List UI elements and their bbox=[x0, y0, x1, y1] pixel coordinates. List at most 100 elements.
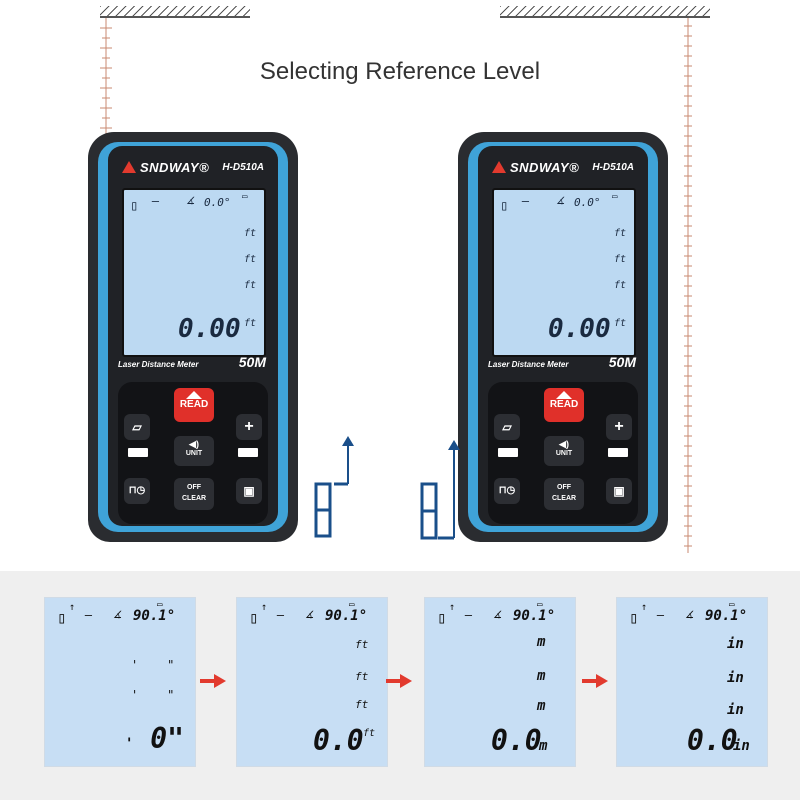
lcd-unit-1: ft bbox=[244, 228, 257, 239]
battery-icon: ▭ bbox=[157, 600, 163, 610]
laser-arrow-icon: ↑ bbox=[261, 602, 268, 613]
lcd-unit-3: ft bbox=[614, 280, 627, 291]
dash-icon: — bbox=[522, 194, 530, 208]
save-button[interactable]: ▣ bbox=[606, 478, 632, 504]
read-button[interactable]: READ bbox=[174, 388, 214, 422]
screen-reading-unit: in bbox=[733, 738, 750, 754]
lcd-unit-2: ft bbox=[614, 254, 627, 265]
screen-3: ▯ ↑ — ∡ 90.1° ▭ m m m 0.0 m bbox=[424, 597, 576, 767]
measure-mode-button[interactable]: ▱ bbox=[494, 414, 520, 440]
unit-mark-2: ' " bbox=[131, 688, 175, 702]
device-range: 50M bbox=[238, 354, 266, 370]
lcd-screen: ▯ — ∡ 0.0° ▭ ft ft ft 0.00 ft bbox=[122, 188, 266, 357]
brand-triangle-icon bbox=[492, 161, 506, 173]
brand-logo: SNDWAY® bbox=[492, 160, 579, 175]
screen-angle: 90.1° bbox=[133, 608, 176, 624]
reference-top-diagram bbox=[314, 436, 354, 538]
reference-icon: ▯ bbox=[130, 198, 139, 214]
read-button[interactable]: READ bbox=[544, 388, 584, 422]
lcd-unit-2: ft bbox=[244, 254, 257, 265]
unit-label: UNIT bbox=[185, 450, 203, 457]
reference-button[interactable]: ⊓◷ bbox=[494, 478, 520, 504]
screen-2: ▯ ↑ — ∡ 90.1° ▭ ft ft ft 0.0 ft bbox=[236, 597, 388, 767]
dash-icon: — bbox=[85, 608, 93, 622]
screen-1: ▯ ↑ — ∡ 90.1° ▭ ' " ' " ' 0" bbox=[44, 597, 196, 767]
battery-icon: ▭ bbox=[729, 600, 735, 610]
device-range: 50M bbox=[608, 354, 636, 370]
battery-icon: ▭ bbox=[242, 192, 248, 202]
screen-reading-unit: m bbox=[539, 738, 548, 754]
battery-icon: ▭ bbox=[612, 192, 618, 202]
ceiling-hatch-right bbox=[500, 6, 710, 16]
arrow-icon-2 bbox=[386, 674, 412, 688]
lcd-angle: 0.0° bbox=[204, 196, 231, 209]
brand-logo: SNDWAY® bbox=[122, 160, 209, 175]
lcd-unit-1: ft bbox=[614, 228, 627, 239]
screen-angle: 90.1° bbox=[513, 608, 556, 624]
ceiling-line-right bbox=[500, 16, 710, 18]
angle-icon: ∡ bbox=[685, 610, 694, 621]
unit-mark-1: ' " bbox=[131, 658, 175, 672]
indicator-bar-right bbox=[608, 448, 628, 457]
reference-icon: ▯ bbox=[437, 608, 447, 627]
reference-button[interactable]: ⊓◷ bbox=[124, 478, 150, 504]
reference-icon: ▯ bbox=[57, 608, 67, 627]
speaker-icon: ◀) bbox=[189, 439, 199, 449]
brand-triangle-icon bbox=[122, 161, 136, 173]
angle-icon: ∡ bbox=[305, 610, 314, 621]
plus-button[interactable]: + bbox=[236, 414, 262, 440]
screen-angle: 90.1° bbox=[325, 608, 368, 624]
unit-button[interactable]: ◀) UNIT bbox=[544, 436, 584, 466]
ruler-right bbox=[684, 18, 692, 553]
unit-mark-2: in bbox=[727, 670, 744, 686]
lcd-reading: 0.00 bbox=[178, 314, 241, 344]
unit-mark-2: m bbox=[537, 668, 546, 684]
laser-arrow-icon: ↑ bbox=[641, 602, 648, 613]
device-label: Laser Distance Meter bbox=[488, 360, 569, 369]
lcd-reading-unit: ft bbox=[614, 318, 627, 329]
reference-icon: ▯ bbox=[500, 198, 509, 214]
unit-mark-1: ft bbox=[355, 638, 369, 651]
up-triangle-icon bbox=[556, 391, 572, 399]
lcd-screen: ▯ — ∡ 0.0° ▭ ft ft ft 0.00 ft bbox=[492, 188, 636, 357]
arrow-icon-1 bbox=[200, 674, 226, 688]
unit-mark-3: m bbox=[537, 698, 546, 714]
dash-icon: — bbox=[465, 608, 473, 622]
angle-icon: ∡ bbox=[493, 610, 502, 621]
measure-mode-button[interactable]: ▱ bbox=[124, 414, 150, 440]
indicator-bar-left bbox=[498, 448, 518, 457]
device-label: Laser Distance Meter bbox=[118, 360, 199, 369]
plus-button[interactable]: + bbox=[606, 414, 632, 440]
screen-reading: 0.0 bbox=[687, 724, 738, 757]
lcd-unit-3: ft bbox=[244, 280, 257, 291]
unit-mark-3: ft bbox=[355, 698, 369, 711]
lcd-angle: 0.0° bbox=[574, 196, 601, 209]
laser-arrow-icon: ↑ bbox=[69, 602, 76, 613]
screen-reading: 0.0 bbox=[313, 724, 364, 757]
indicator-bar-right bbox=[238, 448, 258, 457]
angle-icon: ∡ bbox=[556, 196, 565, 207]
device-right: SNDWAY® H-D510A ▯ — ∡ 0.0° ▭ ft ft ft 0.… bbox=[458, 132, 668, 542]
unit-button[interactable]: ◀) UNIT bbox=[174, 436, 214, 466]
laser-arrow-icon: ↑ bbox=[449, 602, 456, 613]
save-button[interactable]: ▣ bbox=[236, 478, 262, 504]
unit-mark-1: m bbox=[537, 634, 546, 650]
screen-reading-unit: ft bbox=[363, 728, 376, 739]
unit-label: UNIT bbox=[555, 450, 573, 457]
model-number: H-D510A bbox=[592, 162, 634, 173]
screen-4: ▯ ↑ — ∡ 90.1° ▭ in in in 0.0 in bbox=[616, 597, 768, 767]
unit-mark-1: in bbox=[727, 636, 744, 652]
battery-icon: ▭ bbox=[349, 600, 355, 610]
angle-icon: ∡ bbox=[186, 196, 195, 207]
dash-icon: — bbox=[152, 194, 160, 208]
device-left: SNDWAY® H-D510A ▯ — ∡ 0.0° ▭ ft ft ft 0.… bbox=[88, 132, 298, 542]
reference-icon: ▯ bbox=[249, 608, 259, 627]
battery-icon: ▭ bbox=[537, 600, 543, 610]
lcd-reading-unit: ft bbox=[244, 318, 257, 329]
unit-mark-2: ft bbox=[355, 670, 369, 683]
screen-reading: ' 0" bbox=[125, 722, 185, 755]
dash-icon: — bbox=[277, 608, 285, 622]
